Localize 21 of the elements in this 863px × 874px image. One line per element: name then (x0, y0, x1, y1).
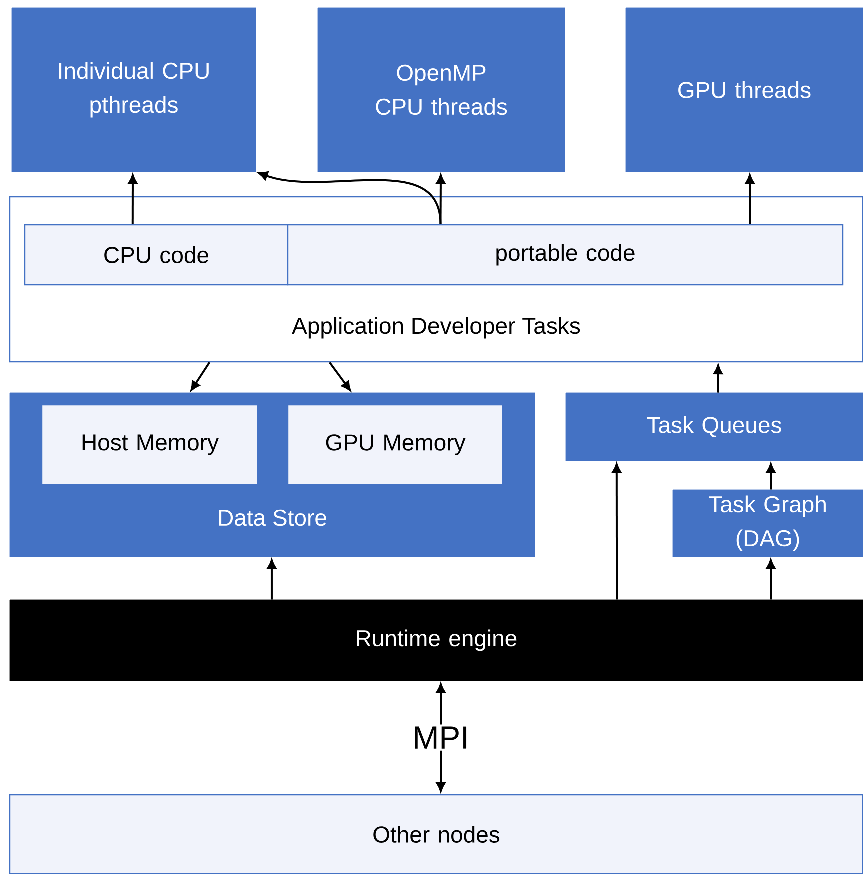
arrow (714, 365, 723, 393)
arrow (128, 174, 138, 224)
arrow (436, 174, 446, 224)
arrow (766, 560, 776, 600)
process-box: OpenMP CPU threads (318, 8, 566, 172)
process-box: Task Queues (566, 392, 863, 462)
arrow (612, 464, 622, 600)
process-box: GPU threads (626, 8, 863, 172)
process-box: Individual CPU pthreads (12, 8, 256, 172)
arrow (766, 464, 776, 490)
arrow (267, 560, 277, 600)
edge-label: MPI (410, 724, 472, 751)
code-box: Host Memory (41, 404, 259, 486)
code-box: CPU code (24, 224, 289, 286)
code-box: GPU Memory (287, 404, 504, 486)
arrow (746, 174, 755, 224)
engine-bar: Runtime engine (10, 600, 863, 682)
arrow (329, 362, 352, 392)
arrow (190, 362, 211, 391)
process-box: Task Graph (DAG) (672, 490, 863, 558)
code-box: Other nodes (9, 794, 863, 874)
